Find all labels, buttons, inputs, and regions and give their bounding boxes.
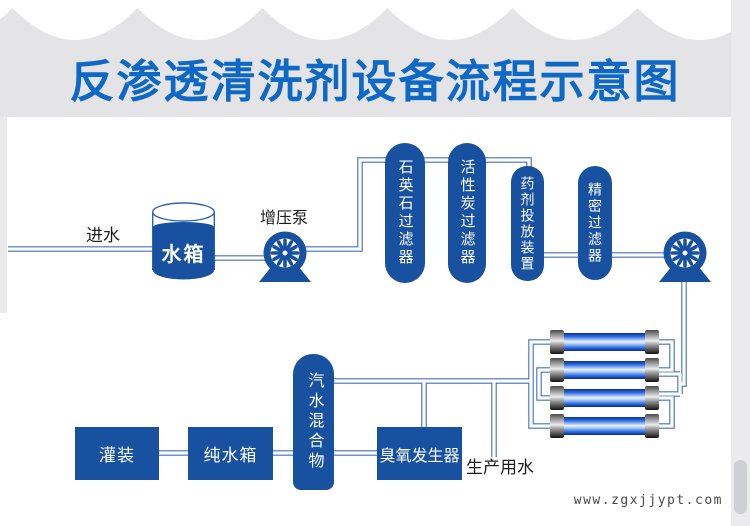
membrane-cap-right [645, 386, 659, 410]
ozone-generator-block: 臭氧发生器 [377, 427, 462, 480]
membrane-vessel [553, 333, 656, 351]
booster-pump-icon [257, 229, 313, 284]
membrane-vessel [553, 389, 656, 407]
tower-precision-filter: 精密过滤器 [578, 166, 612, 280]
tower-label: 精密过滤器 [587, 181, 603, 265]
membrane-cap-right [645, 358, 659, 382]
membrane-cap-right [645, 330, 659, 354]
label-inlet-water: 进水 [86, 226, 120, 245]
membrane-vessel [553, 361, 656, 379]
wave-decoration [0, 0, 750, 40]
ozone-generator-label: 臭氧发生器 [379, 447, 460, 465]
label-booster-pump: 增压泵 [260, 210, 309, 227]
filling-block: 灌装 [75, 427, 159, 480]
filling-label: 灌装 [99, 446, 135, 465]
pure-water-tank-block: 纯水箱 [188, 427, 273, 480]
tower-activated-carbon-filter: 活性炭过滤器 [448, 143, 486, 283]
tower-label: 活性炭过滤器 [458, 159, 476, 267]
tower-label: 药剂投放装置 [519, 175, 536, 272]
mixer-capsule: 汽水混合物 [293, 354, 334, 490]
pure-water-tank-label: 纯水箱 [203, 446, 258, 465]
scrollbar-thumb[interactable] [734, 460, 747, 514]
page-title: 反渗透清洗剂设备流程示意图 [69, 56, 681, 107]
tower-chemical-dosing-device: 药剂投放装置 [511, 166, 544, 281]
high-pressure-pump-icon [657, 229, 713, 284]
membrane-cap-right [645, 414, 659, 438]
mixer-label: 汽水混合物 [305, 372, 323, 472]
scrollbar-track [731, 0, 750, 526]
website-watermark: www.zgxjjypt.com [573, 493, 723, 508]
tower-quartz-filter: 石英石过滤器 [385, 143, 425, 283]
left-margin-strip [0, 117, 7, 313]
membrane-cap-left [550, 330, 564, 354]
tower-label: 石英石过滤器 [396, 159, 414, 267]
label-production-water: 生产用水 [466, 458, 534, 477]
membrane-cap-left [550, 414, 564, 438]
membrane-stack [550, 326, 659, 441]
membrane-cap-left [550, 358, 564, 382]
water-tank-label: 水箱 [161, 244, 206, 266]
membrane-cap-left [550, 386, 564, 410]
membrane-vessel [553, 417, 656, 435]
